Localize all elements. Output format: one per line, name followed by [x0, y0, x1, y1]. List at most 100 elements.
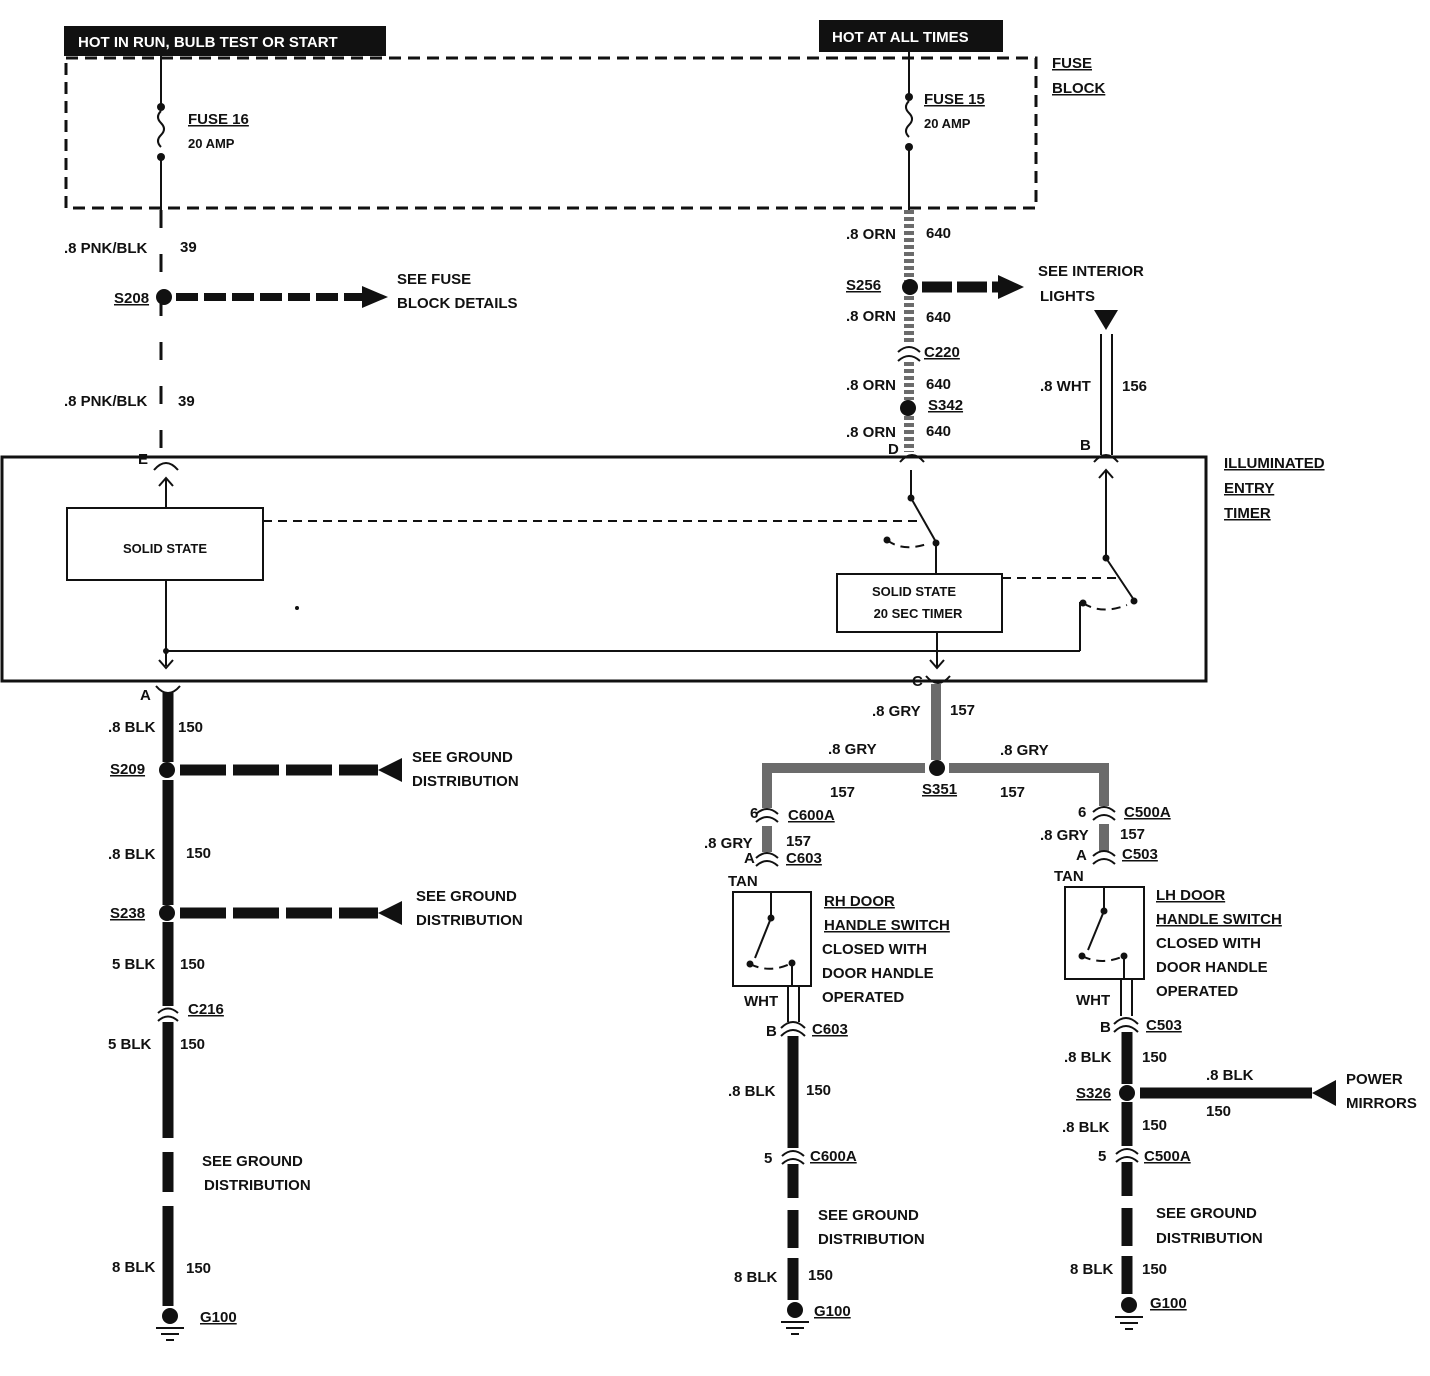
connector-c603b-icon [780, 1021, 806, 1037]
wire-blk-label-l5: 8 BLK [112, 1259, 156, 1276]
rh-wire-blk-num-2: 150 [808, 1267, 833, 1284]
wire-orn-num-1: 640 [926, 225, 951, 242]
arrow-right-icon [362, 286, 388, 308]
splice-s351-dot [929, 760, 945, 776]
connector-c-icon [925, 675, 951, 684]
lh-pm-wire-num: 150 [1206, 1103, 1231, 1120]
rh-pin-a: A [744, 850, 755, 867]
rh-wht: WHT [744, 993, 778, 1010]
splice-s209: S209 [110, 761, 145, 778]
wire-gry-right-num: 157 [1000, 784, 1025, 801]
timer-20sec-line-1: SOLID STATE [872, 584, 956, 599]
see-ground-1b: DISTRIBUTION [412, 773, 519, 790]
rh-see-ground-1: SEE GROUND [818, 1207, 919, 1224]
wire-orn-num-3: 640 [926, 376, 951, 393]
solid-state-label: SOLID STATE [123, 541, 207, 556]
lh-pin-a: A [1076, 847, 1087, 864]
header-left: HOT IN RUN, BULB TEST OR START [64, 26, 386, 56]
splice-s238-dot [159, 905, 175, 921]
splice-s256-dot [902, 279, 918, 295]
fuse-15-rating: 20 AMP [924, 116, 971, 131]
arrow-right-icon-2 [998, 275, 1024, 299]
ground-icon-rh [781, 1302, 809, 1335]
see-ground-2b: DISTRIBUTION [416, 912, 523, 929]
wire-pnk-blk-label-1: .8 PNK/BLK [64, 240, 148, 257]
fuse-16-name: FUSE 16 [188, 111, 249, 128]
lh-desc-3: OPERATED [1156, 983, 1238, 1000]
lh-pm-wire-label: .8 BLK [1206, 1067, 1254, 1084]
fuse-16-icon [157, 110, 165, 148]
wire-blk-num-l4: 150 [180, 1036, 205, 1053]
wire-orn-label-2: .8 ORN [846, 308, 896, 325]
wire-orn-label-3: .8 ORN [846, 377, 896, 394]
rh-wire-blk-label-2: 8 BLK [734, 1269, 778, 1286]
lh-see-ground-1: SEE GROUND [1156, 1205, 1257, 1222]
rh-wht-wire [787, 986, 800, 1022]
connector-c600a-icon [755, 808, 779, 823]
wire-blk-label-l3: 5 BLK [112, 956, 156, 973]
ground-icon-lh [1115, 1297, 1143, 1330]
lh-wire-blk-label-2: .8 BLK [1062, 1119, 1110, 1136]
fuse-block-label-2: BLOCK [1052, 80, 1105, 97]
wire-gry-main-num: 157 [950, 702, 975, 719]
see-interior-2: LIGHTS [1040, 288, 1095, 305]
wire-wht-num: 156 [1122, 378, 1147, 395]
timer-label-1: ILLUMINATED [1224, 455, 1325, 472]
chevron-down-icon [158, 659, 174, 670]
rh-desc-3: OPERATED [822, 989, 904, 1006]
rh-pin-6: 6 [750, 805, 758, 822]
wire-pnk-blk-label-2: .8 PNK/BLK [64, 393, 148, 410]
rh-switch-name-1: RH DOOR [824, 893, 895, 910]
chevron-up-icon [158, 476, 174, 487]
rh-conn-c603b: C603 [812, 1021, 848, 1038]
lh-tan: TAN [1054, 868, 1084, 885]
lh-conn-c503: C503 [1122, 846, 1158, 863]
rh-conn-c600a2: C600A [810, 1148, 857, 1165]
splice-s342-dot [900, 400, 916, 416]
rh-conn-c600a: C600A [788, 807, 835, 824]
wire-gry-left-label: .8 GRY [828, 741, 877, 758]
rh-tan: TAN [728, 873, 758, 890]
splice-s238: S238 [110, 905, 145, 922]
see-fuse-2: BLOCK DETAILS [397, 295, 518, 312]
lh-switch-icon [1078, 887, 1128, 979]
power-mirrors-2: MIRRORS [1346, 1095, 1417, 1112]
rh-wire-blk-num-1: 150 [806, 1082, 831, 1099]
lh-wire-blk-label-3: 8 BLK [1070, 1261, 1114, 1278]
lh-switch-name-2: HANDLE SWITCH [1156, 911, 1282, 928]
wire-gry-right-label: .8 GRY [1000, 742, 1049, 759]
wire-wht-label: .8 WHT [1040, 378, 1091, 395]
lh-pin-6: 6 [1078, 804, 1086, 821]
lh-wire-blk-num-2: 150 [1142, 1117, 1167, 1134]
rh-pin-5: 5 [764, 1150, 772, 1167]
ground-g100-lh: G100 [1150, 1295, 1187, 1312]
lh-wire-gry-num: 157 [1120, 826, 1145, 843]
rh-wire-gry-num: 157 [786, 833, 811, 850]
connector-c600a2-icon [781, 1150, 805, 1165]
solid-state-box [66, 507, 264, 581]
ground-icon [156, 1308, 184, 1341]
relay-switch-2 [1079, 468, 1138, 611]
wire-blk-label-l1: .8 BLK [108, 719, 156, 736]
fuse-16-rating: 20 AMP [188, 136, 235, 151]
lh-conn-c500a: C500A [1124, 804, 1171, 821]
rh-conn-c603: C603 [786, 850, 822, 867]
lh-wire-blk-num-3: 150 [1142, 1261, 1167, 1278]
pin-b: B [1080, 437, 1091, 454]
connector-c503b-icon [1113, 1017, 1139, 1033]
connector-c220-icon [897, 346, 921, 362]
lh-wht-wire [1120, 979, 1133, 1016]
fuse-block-label-1: FUSE [1052, 55, 1092, 72]
wire-pnk-blk-num-1: 39 [180, 239, 197, 256]
connector-e-icon [153, 462, 179, 471]
pin-c: C [912, 673, 923, 690]
chevron-down-icon-2 [929, 659, 945, 670]
relay-switch-1 [883, 470, 940, 574]
connector-c603-icon [755, 852, 779, 867]
conn-c216: C216 [188, 1001, 224, 1018]
rh-desc-1: CLOSED WITH [822, 941, 927, 958]
splice-s209-dot [159, 762, 175, 778]
wire-wht-156 [1100, 334, 1113, 455]
see-ground-1a: SEE GROUND [412, 749, 513, 766]
rh-switch-name-2: HANDLE SWITCH [824, 917, 950, 934]
